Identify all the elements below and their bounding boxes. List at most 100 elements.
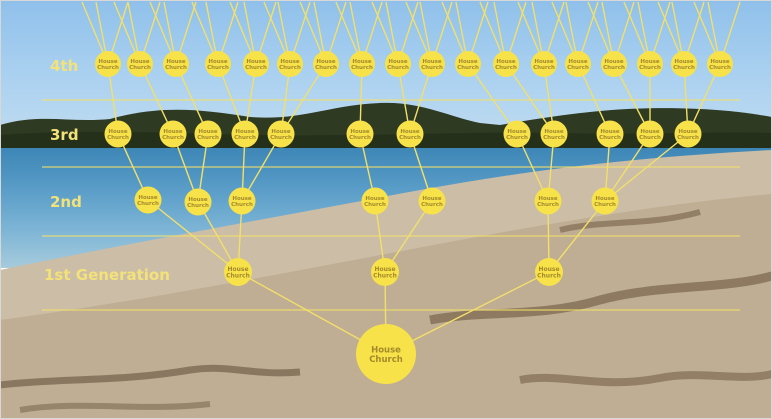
connection-line: [604, 133, 689, 202]
house-church-label: House: [188, 197, 208, 203]
house-church-label: House: [166, 59, 186, 65]
connection-line: [280, 63, 327, 135]
house-church-label: Church: [162, 135, 184, 141]
house-church-label: House: [538, 266, 559, 273]
house-church-label: Church: [495, 65, 517, 71]
house-church-label: Church: [165, 65, 187, 71]
house-church-circle: [95, 51, 121, 77]
house-church-label: Church: [207, 65, 229, 71]
house-church-label: Church: [97, 65, 119, 71]
house-church-label: Church: [457, 65, 479, 71]
house-church-circle: [493, 51, 519, 77]
house-church-circle: [228, 187, 256, 215]
house-church-label: Church: [107, 135, 129, 141]
house-church-circle: [596, 120, 624, 148]
house-church-label: Church: [373, 273, 397, 280]
generation-label-3rd: 3rd: [50, 126, 79, 144]
house-church-label: Church: [543, 135, 565, 141]
house-church-circle: [419, 51, 445, 77]
house-church-label: House: [568, 59, 588, 65]
generation-label-4th: 4th: [50, 57, 78, 75]
connection-line: [467, 63, 518, 135]
house-church-label: House: [544, 129, 564, 135]
house-church-label: House: [674, 59, 694, 65]
house-church-label: House: [710, 59, 730, 65]
house-church-circle: [565, 51, 591, 77]
house-church-label: House: [507, 129, 527, 135]
connection-line: [548, 200, 606, 273]
house-church-circle: [361, 187, 389, 215]
house-church-label: House: [600, 129, 620, 135]
house-church-circle: [224, 258, 252, 286]
house-church-circle: [194, 120, 222, 148]
house-church-label: House: [232, 196, 252, 202]
house-church-label: Church: [599, 135, 621, 141]
house-church-label: Church: [137, 201, 159, 207]
house-church-label: Church: [399, 135, 421, 141]
house-church-label: House: [365, 196, 385, 202]
generation-label-1st: 1st Generation: [44, 266, 170, 284]
house-church-label: Church: [231, 202, 253, 208]
house-church-label: Church: [245, 65, 267, 71]
house-church-label: House: [400, 129, 420, 135]
house-church-label: House: [352, 59, 372, 65]
house-church-label: House: [235, 129, 255, 135]
house-church-label: House: [227, 266, 248, 273]
house-church-label: Church: [234, 135, 256, 141]
house-church-label: Church: [594, 202, 616, 208]
house-church-label: Church: [537, 202, 559, 208]
house-church-label: Church: [351, 65, 373, 71]
house-church-label: Church: [349, 135, 371, 141]
house-church-label: House: [280, 59, 300, 65]
house-church-label: Church: [197, 135, 219, 141]
house-church-circle: [671, 51, 697, 77]
house-church-circle: [601, 51, 627, 77]
house-church-label: Church: [315, 65, 337, 71]
house-church-label: House: [604, 59, 624, 65]
house-church-circle: [356, 324, 416, 384]
house-church-label: House: [388, 59, 408, 65]
house-church-label: Church: [369, 355, 403, 365]
house-church-circle: [540, 120, 568, 148]
house-church-circle: [674, 120, 702, 148]
house-church-label: House: [198, 129, 218, 135]
house-church-circle: [159, 120, 187, 148]
house-church-circle: [531, 51, 557, 77]
house-church-circle: [385, 51, 411, 77]
house-church-label: Church: [421, 202, 443, 208]
house-church-label: House: [458, 59, 478, 65]
house-church-circle: [313, 51, 339, 77]
house-church-label: House: [138, 195, 158, 201]
house-church-circle: [267, 120, 295, 148]
generation-label-2nd: 2nd: [50, 193, 82, 211]
house-church-circle: [396, 120, 424, 148]
house-church-label: House: [422, 196, 442, 202]
house-church-circle: [205, 51, 231, 77]
